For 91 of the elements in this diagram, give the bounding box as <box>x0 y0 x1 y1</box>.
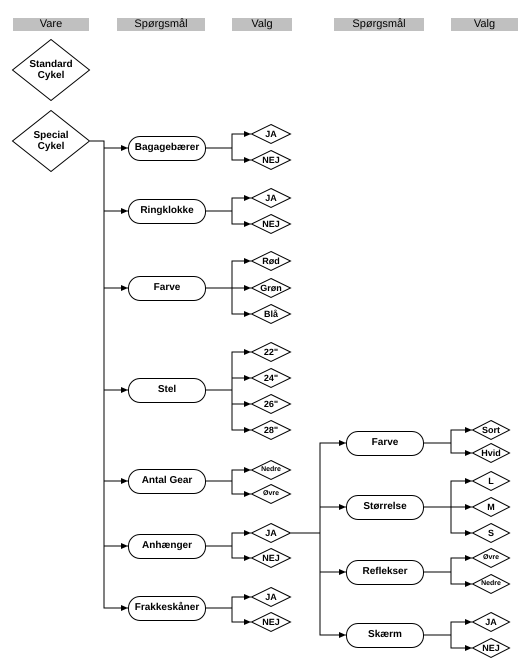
connector-arrow <box>290 532 346 638</box>
choice-diamond <box>472 443 510 463</box>
question-box <box>346 560 424 584</box>
node-label: NEJ <box>482 642 500 654</box>
choice-diamond <box>251 368 291 388</box>
node-label: JA <box>265 592 277 602</box>
node-label: Bagagebærer <box>134 142 200 154</box>
connector-arrow <box>424 634 472 651</box>
node-label: S <box>488 528 494 538</box>
column-header: Valg <box>232 18 292 31</box>
node-label: Blå <box>264 308 278 320</box>
node-label: Grøn <box>260 282 282 294</box>
choice-diamond <box>251 420 291 440</box>
decision-diamond <box>12 39 90 101</box>
question-box <box>346 494 424 520</box>
node-label: Special Cykel <box>32 130 70 152</box>
node-label: Frakkeskåner <box>134 602 200 614</box>
connector-arrow <box>206 390 252 433</box>
connector-arrow <box>206 288 252 317</box>
node-label: Ringklokke <box>140 205 194 217</box>
connector-arrow <box>424 442 472 456</box>
node-label: JA <box>265 128 277 140</box>
node-label: 24" <box>264 372 278 384</box>
connector-arrow <box>206 480 252 497</box>
node-label: Standard Cykel <box>28 58 74 82</box>
node-label: NEJ <box>262 616 280 628</box>
choice-diamond <box>251 394 291 414</box>
node-label: 28" <box>264 424 278 436</box>
choice-diamond <box>251 304 291 324</box>
column-header: Valg <box>451 18 518 31</box>
column-header: Vare <box>13 18 89 31</box>
choice-diamond <box>251 523 291 543</box>
node-label: Sort <box>482 424 500 436</box>
connector-arrow <box>206 210 252 227</box>
node-label: Anhænger <box>142 540 192 552</box>
node-label: JA <box>485 616 497 628</box>
node-label: NEJ <box>262 552 280 564</box>
choice-diamond <box>251 460 291 480</box>
choice-diamond <box>472 497 510 517</box>
connector-arrow <box>206 608 252 625</box>
choice-diamond <box>251 548 291 568</box>
column-header: Spørgsmål <box>334 18 424 31</box>
node-label: Skærm <box>368 629 402 641</box>
choice-diamond <box>251 278 291 298</box>
choice-diamond <box>472 548 510 568</box>
choice-diamond <box>472 420 510 440</box>
choice-diamond <box>472 523 510 543</box>
node-label: JA <box>265 192 277 204</box>
connector-arrow <box>424 506 472 536</box>
node-label: NEJ <box>262 218 280 230</box>
choice-diamond <box>472 574 510 594</box>
node-label: 22" <box>264 346 278 358</box>
question-box <box>346 430 424 456</box>
question-box <box>128 468 206 494</box>
node-label: Stel <box>158 384 176 396</box>
choice-diamond <box>472 638 510 658</box>
node-label: NEJ <box>262 154 280 166</box>
node-label: JA <box>265 528 277 538</box>
choice-diamond <box>251 612 291 632</box>
node-label: Farve <box>154 282 180 294</box>
choice-diamond <box>251 484 291 504</box>
node-label: Antal Gear <box>142 475 192 487</box>
choice-diamond <box>251 124 291 144</box>
choice-diamond <box>472 471 510 491</box>
choice-diamond <box>251 251 291 271</box>
connector-arrow <box>206 546 252 561</box>
node-label: M <box>487 502 495 512</box>
node-label: Rød <box>262 256 280 266</box>
node-label: Farve <box>372 437 398 449</box>
column-header: Spørgsmål <box>117 18 205 31</box>
choice-diamond <box>472 612 510 632</box>
question-box <box>128 596 206 620</box>
question-box <box>128 136 206 160</box>
node-label: Størrelse <box>363 501 407 513</box>
node-label: Hvid <box>481 448 501 458</box>
connector-arrow <box>424 572 472 587</box>
choice-diamond <box>251 150 291 170</box>
question-box <box>128 378 206 402</box>
question-box <box>128 276 206 300</box>
question-box <box>346 622 424 648</box>
choice-diamond <box>251 214 291 234</box>
question-box <box>128 198 206 224</box>
choice-diamond <box>251 342 291 362</box>
connector-arrow <box>206 148 252 163</box>
choice-diamond <box>251 188 291 208</box>
choice-diamond <box>251 587 291 607</box>
question-box <box>128 534 206 558</box>
node-label: Reflekser <box>362 566 408 578</box>
node-label: L <box>488 476 494 486</box>
decision-diamond <box>12 110 90 172</box>
node-label: 26" <box>264 398 278 410</box>
